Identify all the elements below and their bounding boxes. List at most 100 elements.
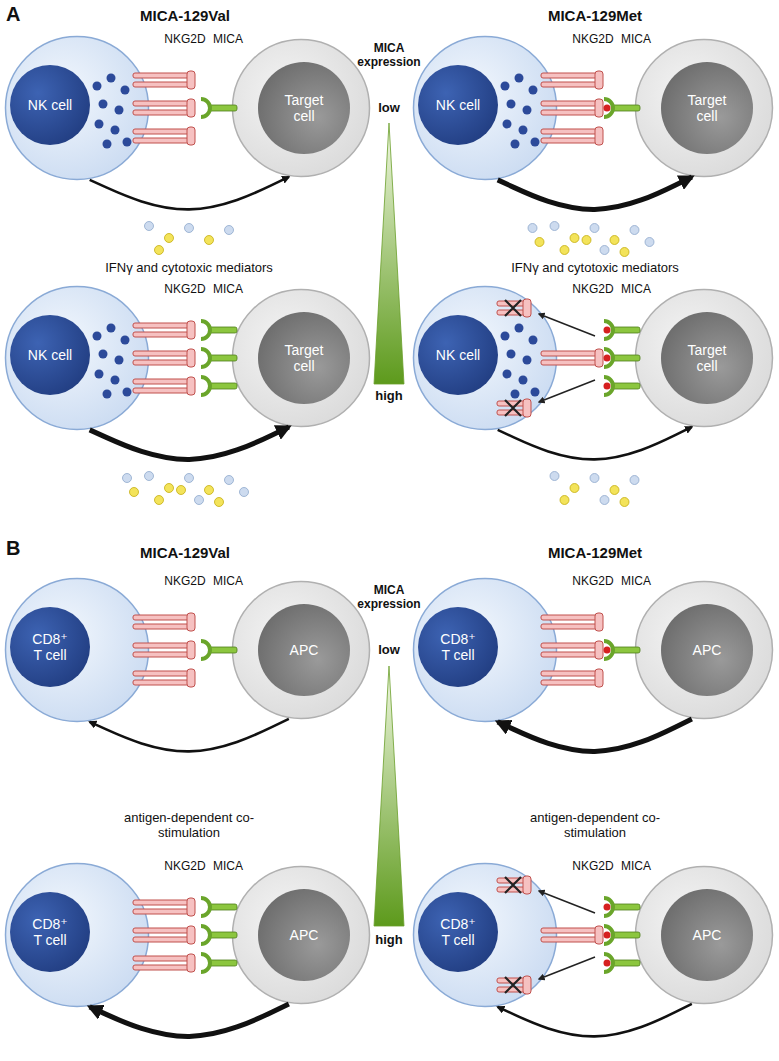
cell-membrane [233,290,370,427]
cytotoxic-granule [503,120,512,129]
mica-binding-cup [201,641,210,659]
cell-membrane [233,867,370,1004]
molecule-label: NKG2D [572,33,613,47]
expression-gradient-wedge [374,123,404,384]
receptor-chain [133,965,191,970]
cell-membrane [414,287,557,430]
molecule-label: NKG2D [164,575,205,589]
target-cell: Target cell [231,38,371,178]
nk-cell: NK cell [4,35,150,181]
receptor-head [187,954,195,972]
cytotoxic-granule [123,388,132,397]
cytotoxic-granule [111,126,120,135]
receptor-chain [133,956,191,961]
cell-nucleus [661,889,753,981]
receptor-chain [541,671,599,676]
cytotoxic-granule [115,356,124,365]
mica-stalk [612,904,640,910]
cell-membrane [414,37,557,180]
cytotoxic-granule [111,376,120,385]
cytokine-dot [560,496,569,505]
t-cell: CD8⁺ T cell [4,862,150,1008]
cytotoxic-granule [529,336,538,345]
cytokine-dot [645,238,654,247]
mica-stalk [612,355,640,361]
cytotoxic-granule [523,106,532,115]
cell-membrane [6,864,149,1007]
apc-cell: APC [231,865,371,1005]
receptor-head [595,99,603,117]
cytokine-dot [630,226,639,235]
effect-caption: IFNγ and cytotoxic mediators [511,261,679,276]
receptor-chain [541,360,599,365]
t-cell: CD8⁺ T cell [412,862,558,1008]
cytokine-dot [177,486,186,495]
receptor-head [187,613,195,631]
receptor-chain [541,82,599,87]
cytotoxic-granule [511,390,520,399]
mica-binding-cup [201,898,210,916]
cytotoxic-granule [529,86,538,95]
receptor-chain [133,624,191,629]
mica-binding-cup [604,954,613,972]
cell-nucleus [258,62,350,154]
variant-heading: MICA-129Met [548,7,642,24]
variant-heading: MICA-129Met [548,544,642,561]
receptor-chain [133,928,191,933]
receptor-chain [541,351,599,356]
mica-stalk [209,105,237,111]
cytokine-dot [600,496,609,505]
cell-nucleus [258,889,350,981]
cell-nucleus [661,312,753,404]
molecule-label: MICA [213,860,243,874]
molecule-label: MICA [621,283,651,297]
receptor-chain [541,643,599,648]
cytotoxic-granule [531,388,540,397]
cell-nucleus [10,892,90,972]
cytokine-dot [610,236,619,245]
variant-heading: MICA-129Val [140,544,230,561]
cytokine-dot [535,238,544,247]
receptor-chain [133,101,191,106]
mica-binding-cup [201,926,210,944]
molecule-label: NKG2D [164,283,205,297]
receptor-head [595,641,603,659]
cell-nucleus [661,604,753,696]
signal-arrow [90,1004,289,1036]
met129-residue [604,904,611,911]
cell-label: Target cell [676,342,738,374]
signal-arrow [498,427,692,459]
cell-label: APC [290,642,319,658]
receptor-chain [541,680,599,685]
receptor-chain [133,332,191,337]
cytotoxic-granule [95,120,104,129]
cell-label: NK cell [28,97,72,113]
cytotoxic-granule [501,332,510,341]
cell-membrane [6,287,149,430]
mica-stalk [612,647,640,653]
cell-label: APC [290,927,319,943]
mica-binding-cup [604,321,613,339]
receptor-chain [133,110,191,115]
cytotoxic-granule [99,350,108,359]
mica-binding-cup [201,321,210,339]
cytokine-dot [620,248,629,257]
cell-nucleus [418,892,498,972]
cell-membrane [414,864,557,1007]
mica-stalk [612,932,640,938]
effect-caption: IFNγ and cytotoxic mediators [105,261,273,276]
cytokine-dot [560,246,569,255]
cell-label: CD8⁺ T cell [27,631,73,663]
nk-cell: NK cell [412,35,558,181]
cell-outline [412,35,558,181]
met129-residue [604,647,611,654]
cytokine-dot [550,472,559,481]
cytotoxic-granule [121,86,130,95]
cytokine-dot [225,476,234,485]
cytotoxic-granule [523,356,532,365]
cell-label: Target cell [273,92,335,124]
cell-nucleus [661,62,753,154]
mica-binding-cup [604,99,613,117]
receptor-chain [133,379,191,384]
axis-title: MICA expression [354,584,424,612]
